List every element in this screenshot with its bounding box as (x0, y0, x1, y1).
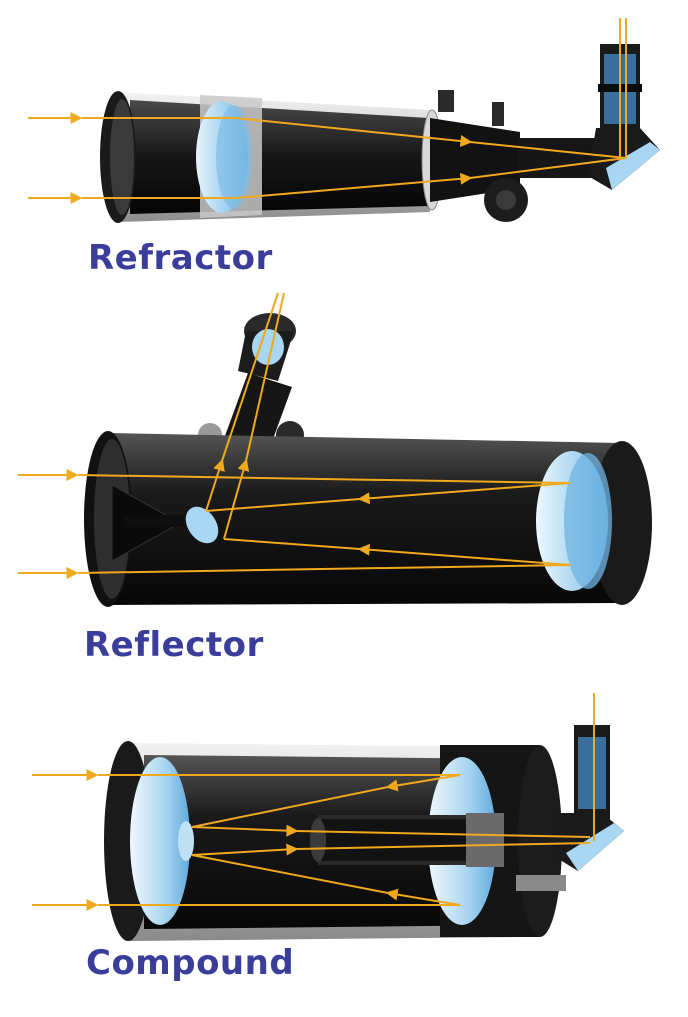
refractor-panel: Refractor (0, 0, 688, 285)
reflector-label: Reflector (84, 625, 264, 665)
refractor-label: Refractor (88, 238, 273, 278)
compound-telescope-icon (32, 693, 624, 941)
compound-label: Compound (86, 943, 295, 983)
reflector-telescope-icon (18, 292, 652, 607)
refractor-telescope-icon (28, 18, 660, 223)
compound-panel: Compound (0, 685, 688, 1017)
reflector-panel: Reflector (0, 285, 688, 685)
